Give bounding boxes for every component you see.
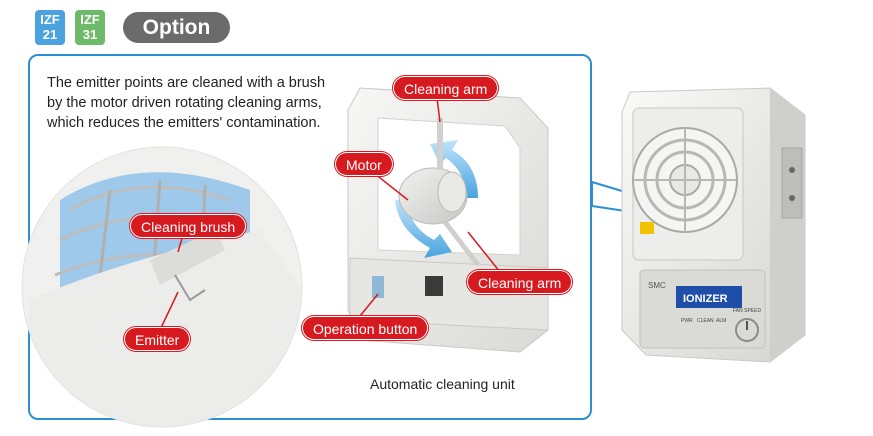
callout-emitter: Emitter [124, 327, 191, 351]
model-badge-izf31: IZF 31 [75, 10, 105, 45]
ionizer-label-plate [676, 286, 742, 308]
callout-cleaning-arm-bottom: Cleaning arm [467, 270, 573, 294]
ionizer-text: IONIZER [683, 293, 728, 305]
image-caption: Automatic cleaning unit [370, 376, 515, 392]
callout-motor: Motor [335, 152, 393, 176]
indicator-clean: CLEAN [697, 318, 714, 324]
operation-button-shape [372, 276, 384, 298]
callout-operation-button: Operation button [302, 316, 429, 340]
option-label: Option [123, 12, 230, 43]
badge-series: IZF [80, 12, 100, 27]
description-line: The emitter points are cleaned with a br… [47, 75, 326, 91]
fan-speed-text: FAN SPEED [733, 308, 761, 314]
closeup-image [21, 146, 303, 428]
indicator-pwr: PWR [681, 318, 693, 324]
callout-cleaning-brush: Cleaning brush [130, 214, 247, 238]
indicator-alm: ALM [716, 318, 726, 324]
model-badge-izf21: IZF 21 [35, 10, 65, 45]
description-line: by the motor driven rotating cleaning ar… [47, 95, 322, 111]
description-line: which reduces the emitters' contaminatio… [47, 115, 321, 131]
badge-size: 21 [42, 27, 58, 42]
description-text: The emitter points are cleaned with a br… [47, 73, 347, 133]
ionizer-product-image [621, 87, 806, 363]
callout-cleaning-arm-top: Cleaning arm [393, 76, 499, 100]
badge-size: 31 [82, 27, 98, 42]
brand-text: SMC [648, 281, 666, 290]
badge-series: IZF [40, 12, 60, 27]
